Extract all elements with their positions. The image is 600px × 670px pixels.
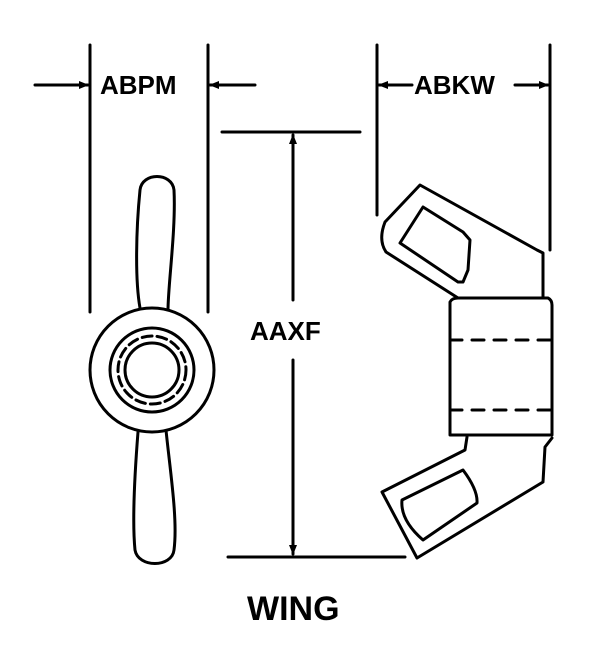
abkw-dimension	[375, 43, 552, 252]
aaxf-dimension	[220, 130, 407, 559]
wing-nut-front-view	[88, 175, 216, 565]
wing-nut-side-view	[380, 183, 554, 560]
abkw-label: ABKW	[414, 70, 495, 100]
abpm-label: ABPM	[100, 70, 177, 100]
abpm-dimension	[33, 43, 257, 314]
caption: WING	[247, 590, 340, 628]
aaxf-label: AAXF	[250, 316, 321, 346]
